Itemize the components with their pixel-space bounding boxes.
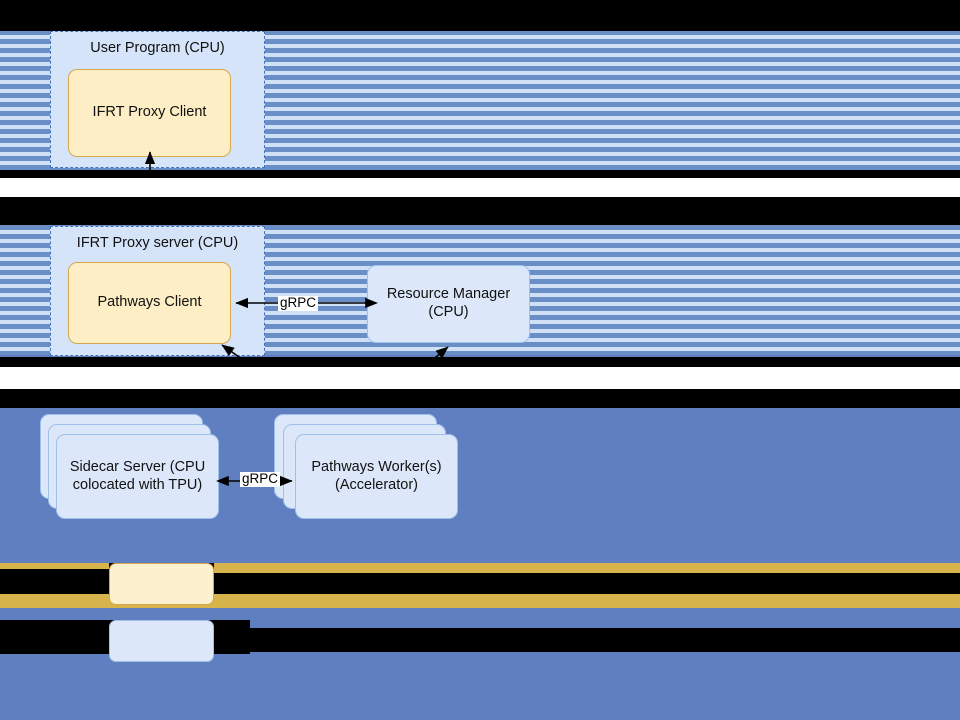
node-pathways-client[interactable]: Pathways Client <box>68 262 231 344</box>
group-ifrt-proxy-server-title: IFRT Proxy server (CPU) <box>76 235 239 251</box>
legend-swatch-blue-top <box>109 620 214 662</box>
node-resource-manager-label-line2: (CPU) <box>428 304 469 320</box>
edge-label-proxy-server-to-proxy-client: gRPC <box>128 180 169 196</box>
node-ifrt-proxy-client[interactable]: IFRT Proxy Client <box>68 69 231 157</box>
node-sidecar-server-label-line1: Sidecar Server (CPU <box>69 458 206 475</box>
group-user-program-title: User Program (CPU) <box>90 40 225 56</box>
edge-label-resource-manager-to-pathways-client: gRPC <box>278 295 319 311</box>
node-sidecar-server-label-line2: colocated with TPU) <box>72 476 203 493</box>
artifact-black-band-1 <box>0 170 960 178</box>
node-pathways-workers-label-line1: Pathways Worker(s) <box>311 458 442 475</box>
artifact-white-band-2 <box>0 367 960 389</box>
node-pathways-workers-label-line2: (Accelerator) <box>335 476 418 493</box>
legend-swatch-yellow-top <box>109 563 214 605</box>
legend-gold-rail-bottom <box>0 594 960 608</box>
node-resource-manager[interactable]: Resource Manager (CPU) <box>367 265 530 343</box>
legend-gold-rail-left <box>0 563 109 569</box>
legend-gold-rail-right <box>214 563 960 573</box>
artifact-black-band-5b <box>250 572 960 594</box>
node-ifrt-proxy-client-label: IFRT Proxy Client <box>92 104 207 121</box>
edge-label-sidecar-to-workers: gRPC <box>240 471 281 487</box>
edge-label-workers-to-resource-manager: gRPC <box>375 371 416 387</box>
artifact-black-band-6b <box>228 628 960 652</box>
artifact-black-band-4 <box>0 389 960 408</box>
node-resource-manager-label-line1: Resource Manager <box>386 286 511 303</box>
edge-label-sidecar-to-pathways-client: gRPC <box>250 366 291 382</box>
node-sidecar-server[interactable]: Sidecar Server (CPU colocated with TPU) <box>56 434 219 519</box>
artifact-black-band-2 <box>0 197 960 225</box>
artifact-black-band-3 <box>0 357 960 367</box>
artifact-black-band-0 <box>0 0 960 31</box>
node-pathways-client-label: Pathways Client <box>97 294 202 311</box>
node-pathways-workers[interactable]: Pathways Worker(s) (Accelerator) <box>295 434 458 519</box>
